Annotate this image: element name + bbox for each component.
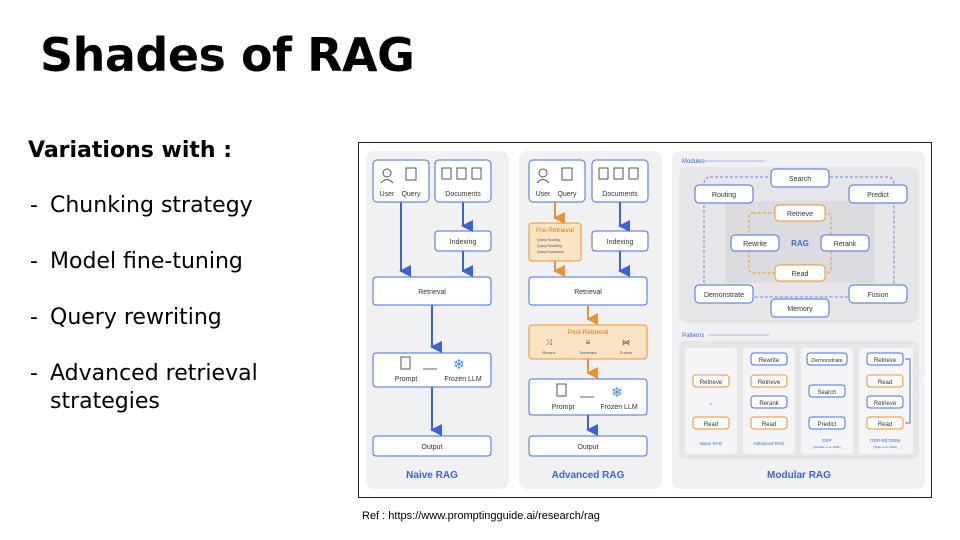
adv-retrieval-label: Retrieval <box>574 289 602 296</box>
adv-frozen-llm-label: Frozen LLM <box>600 404 638 411</box>
naive-frozen-llm-label: Frozen LLM <box>444 376 482 383</box>
pattern-node: Read <box>762 422 776 428</box>
pre-item: Query Expansion <box>537 250 564 254</box>
snowflake-icon: ❄ <box>453 356 465 372</box>
modules-label: Modules <box>682 159 705 165</box>
rag-diagram: User Query Documents Indexing Retrieval … <box>358 142 932 498</box>
adv-prompt-label: Prompt <box>552 404 575 411</box>
adv-fusion-label: Fusion <box>620 350 632 355</box>
naive-output-label: Output <box>421 444 442 451</box>
naive-query-label: Query <box>401 191 421 198</box>
pattern-citation: [Khattab et al. 2022] <box>814 445 841 449</box>
module-routing: Routing <box>712 192 736 199</box>
pattern-node: Search <box>817 390 836 396</box>
pattern-node: Retrieve <box>874 358 897 364</box>
module-retrieve: Retrieve <box>787 211 813 218</box>
bullet-item: -Model fine-tuning <box>30 249 243 274</box>
advanced-rag-panel: User Query Documents Pre-Retrieval Query… <box>519 151 662 489</box>
adv-output-label: Output <box>577 444 598 451</box>
pre-item: Query Routing <box>537 238 560 242</box>
naive-retrieval-label: Retrieval <box>418 289 446 296</box>
adv-summary-label: Summary <box>579 350 596 355</box>
bullet-list: -Chunking strategy -Model fine-tuning -Q… <box>30 192 290 444</box>
advanced-rag-title: Advanced RAG <box>552 470 625 481</box>
pattern-caption: DSP <box>822 438 831 443</box>
pattern-node: Read <box>878 422 892 428</box>
shuffle-icon: ⤨ <box>546 338 553 347</box>
module-read: Read <box>792 271 809 278</box>
pattern-node: Retrieve <box>700 380 723 386</box>
pattern-caption: ITER-RETGEN <box>870 438 901 443</box>
fusion-icon: ⋈ <box>622 338 630 347</box>
bullet-item: -Advanced retrieval strategies <box>30 361 258 414</box>
module-rerank: Rerank <box>834 241 857 248</box>
naive-indexing-label: Indexing <box>450 239 477 246</box>
pattern-caption: Naive RAG <box>700 441 723 446</box>
naive-rag-title: Naive RAG <box>406 470 458 481</box>
modular-rag-panel: Modules Search Routing Predict Retrieve … <box>672 151 925 489</box>
pattern-node: Predict <box>818 422 837 428</box>
adv-indexing-label: Indexing <box>607 239 634 246</box>
pattern-node: Rewrite <box>759 358 780 364</box>
naive-rag-panel: User Query Documents Indexing Retrieval … <box>366 151 509 489</box>
adv-query-label: Query <box>557 191 577 198</box>
pattern-node: Retrieve <box>758 380 781 386</box>
bullet-item: -Query rewriting <box>30 305 222 330</box>
adv-user-label: User <box>536 191 551 198</box>
slide-title: Shades of RAG <box>40 28 415 82</box>
pattern-node: Read <box>704 422 718 428</box>
naive-user-label: User <box>380 191 395 198</box>
pre-item: Query Rewriting <box>537 244 562 248</box>
pattern-citation: [Shao et al. 2023] <box>873 445 897 449</box>
bullet-item: -Chunking strategy <box>30 193 253 218</box>
pattern-node: Demonstrate <box>811 358 843 364</box>
adv-rerank-label: Rerank <box>543 350 556 355</box>
module-fusion: Fusion <box>867 292 888 299</box>
chevron-down-icon: ⌄ <box>708 400 714 407</box>
modular-rag-title: Modular RAG <box>767 470 831 481</box>
patterns-label: Patterns <box>682 333 704 339</box>
module-demonstrate: Demonstrate <box>704 292 744 299</box>
module-memory: Memory <box>787 306 813 313</box>
reference-link[interactable]: Ref : https://www.promptingguide.ai/rese… <box>362 510 600 522</box>
pattern-caption: Advanced RAG <box>753 441 785 446</box>
summary-icon: ≡ <box>586 338 591 347</box>
module-search: Search <box>789 176 811 183</box>
naive-documents-label: Documents <box>445 191 481 198</box>
module-rewrite: Rewrite <box>743 241 767 248</box>
pattern-node: Read <box>878 380 892 386</box>
snowflake-icon: ❄ <box>611 384 623 400</box>
pattern-node: Retrieve <box>874 401 897 407</box>
adv-documents-label: Documents <box>602 191 638 198</box>
module-rag: RAG <box>791 239 809 248</box>
pre-retrieval-label: Pre-Retrieval <box>536 227 574 234</box>
slide-subtitle: Variations with : <box>28 138 232 163</box>
pattern-node: Rerank <box>759 401 779 407</box>
module-predict: Predict <box>867 192 889 199</box>
post-retrieval-label: Post-Retrieval <box>568 329 609 336</box>
naive-prompt-label: Prompt <box>395 376 418 383</box>
